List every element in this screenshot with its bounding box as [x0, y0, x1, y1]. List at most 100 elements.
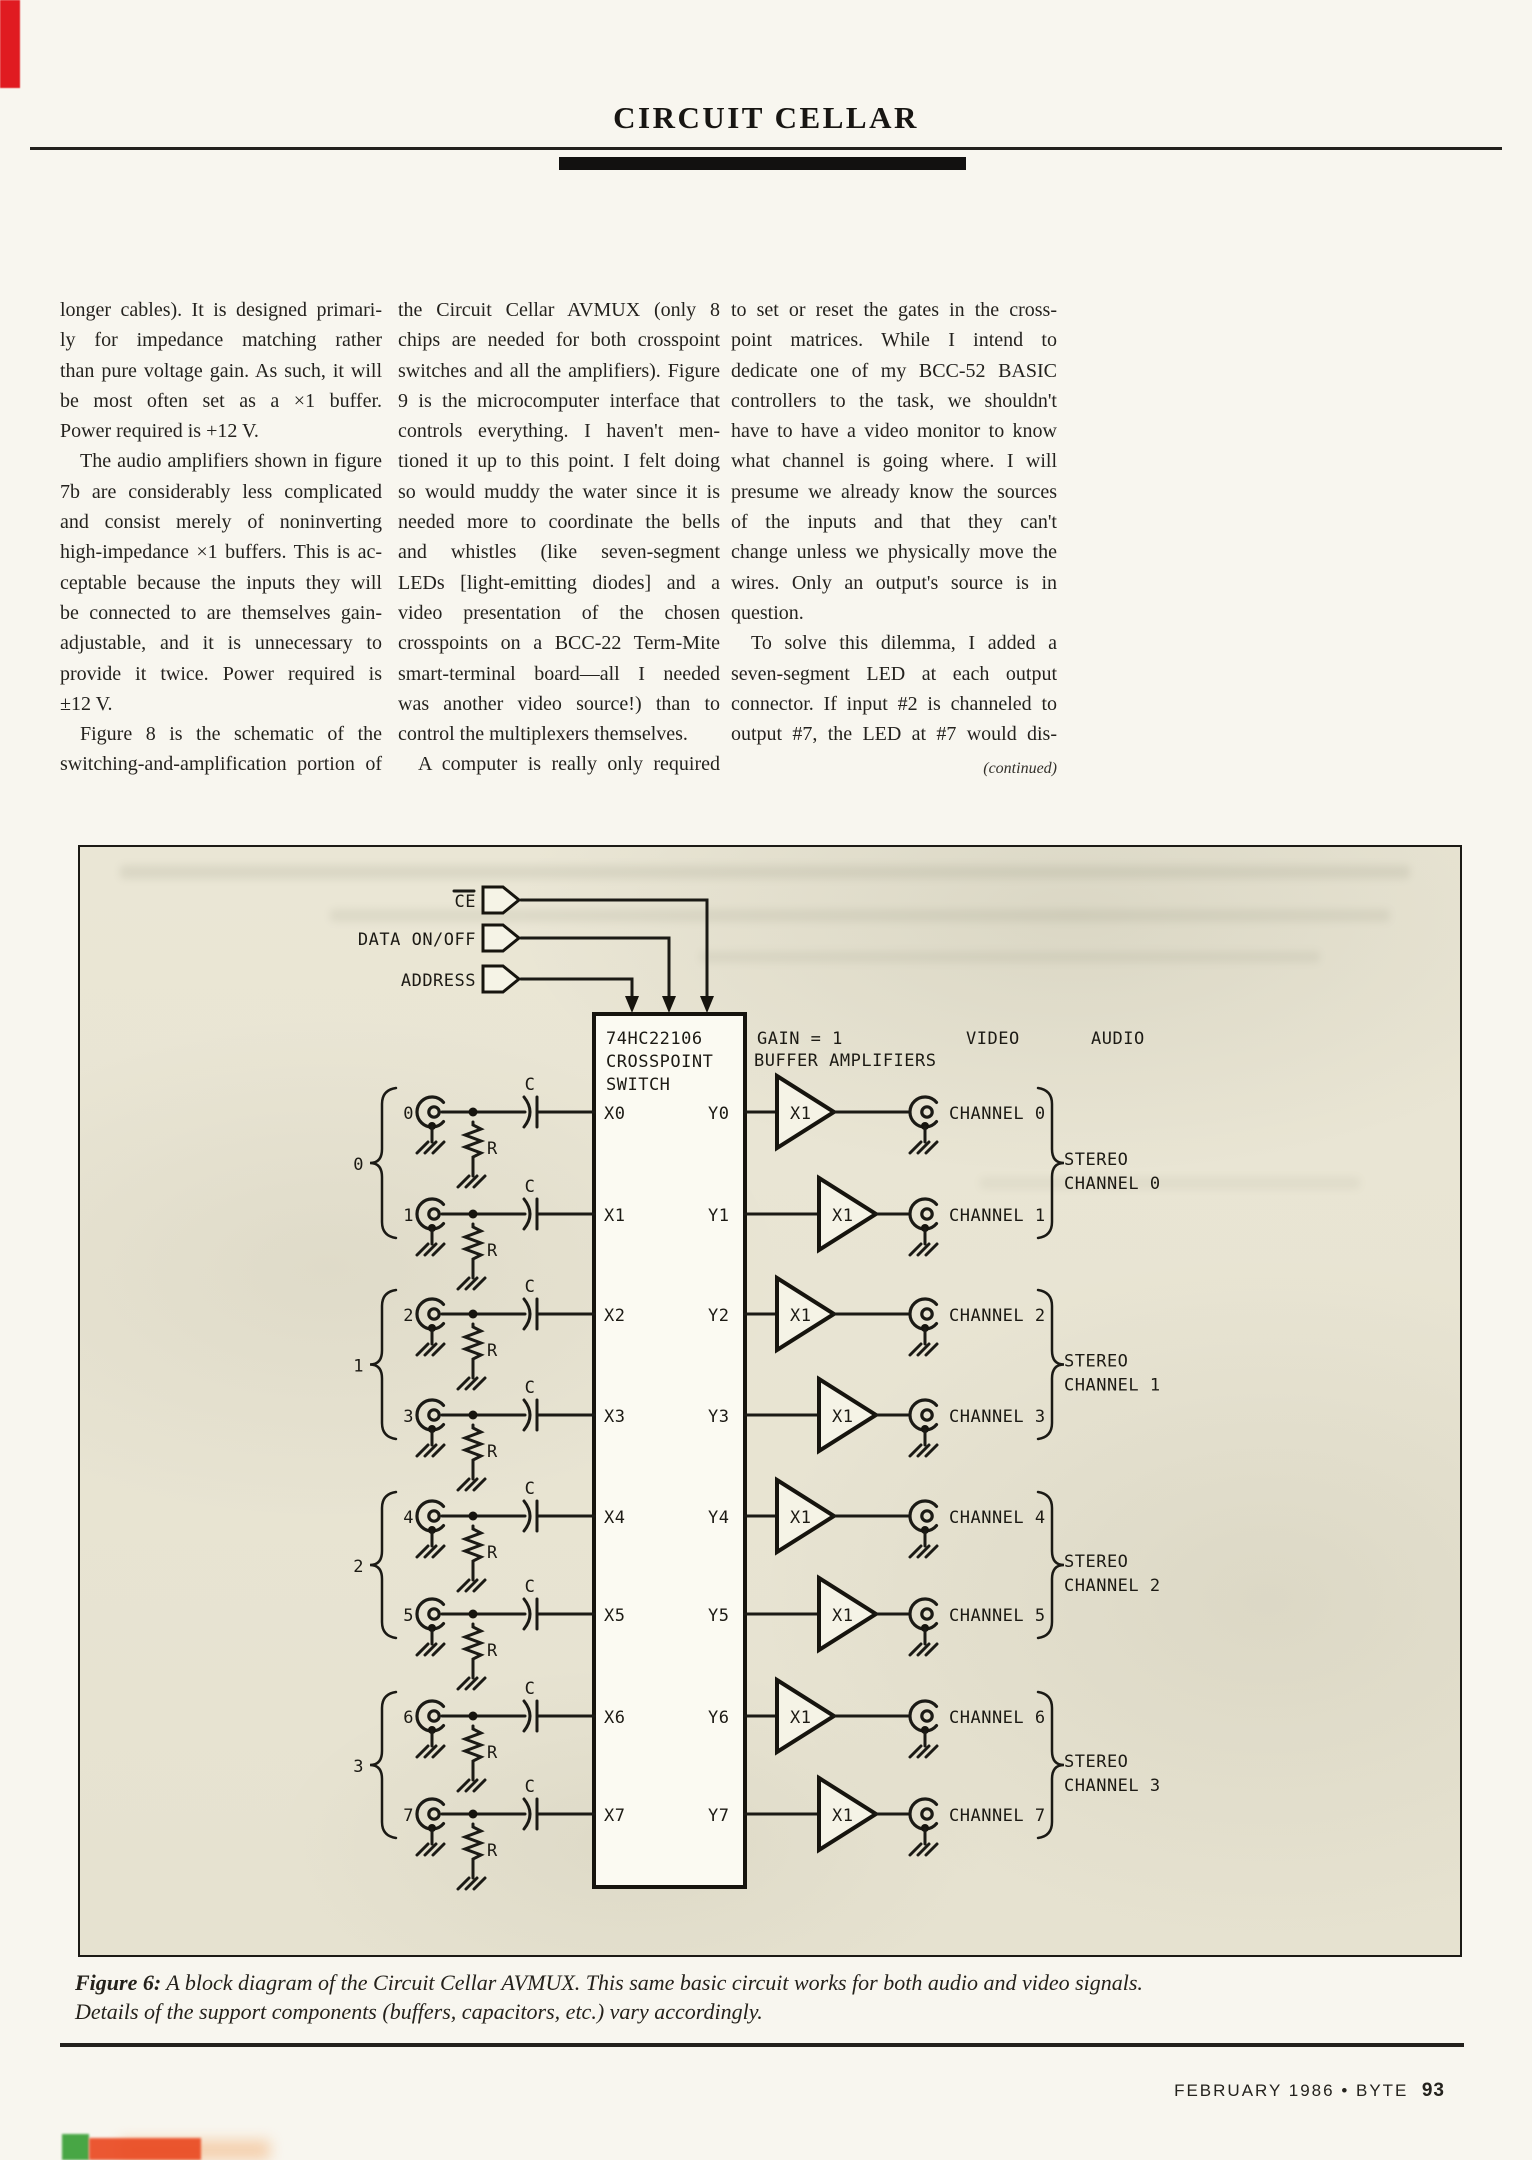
resistor-icon	[463, 1724, 483, 1770]
body-text-line: The audio amplifiers shown in figure	[80, 450, 382, 473]
junction-dot	[468, 1609, 478, 1619]
arrowhead-icon	[662, 996, 676, 1013]
capacitor-label: C	[525, 1479, 536, 1499]
text-column-1: longer cables). It is designed primari-l…	[60, 295, 382, 780]
resistor-label: R	[487, 1341, 498, 1361]
stereo-group-brace	[1036, 1288, 1065, 1441]
x-pin-label: X6	[604, 1708, 625, 1728]
control-label-address: ADDRESS	[401, 971, 476, 991]
capacitor-label: C	[525, 1577, 536, 1597]
input-group-label: 2	[353, 1557, 364, 1577]
input-group-brace	[369, 1288, 398, 1441]
input-jack-icon	[415, 1297, 446, 1334]
ground-icon	[456, 1276, 487, 1291]
ground-icon	[415, 1443, 446, 1458]
body-text-line: LEDs [light-emitting diodes] and a	[398, 571, 720, 594]
amp-gain-label: X1	[790, 1508, 811, 1528]
body-text-line: chips are needed for both crosspoint	[398, 329, 720, 352]
body-text-line: ±12 V.	[60, 692, 113, 715]
input-number-label: 4	[403, 1508, 414, 1528]
stereo-group-label-line2: CHANNEL 2	[1064, 1576, 1161, 1596]
footer-rule	[60, 2043, 1464, 2047]
ground-icon	[456, 1778, 487, 1793]
resistor-icon	[463, 1120, 483, 1166]
x-pin-label: X0	[604, 1104, 625, 1124]
channel-label: CHANNEL 6	[949, 1708, 1046, 1728]
body-text-line: Figure 8 is the schematic of the	[80, 723, 382, 746]
input-group-brace	[369, 1490, 398, 1640]
chip-label-line3: SWITCH	[606, 1075, 670, 1095]
resistor-label: R	[487, 1543, 498, 1563]
capacitor-label: C	[525, 1075, 536, 1095]
body-text-line: to set or reset the gates in the cross-	[731, 299, 1057, 321]
body-text-line: of the inputs and that they can't	[731, 511, 1057, 534]
capacitor-label: C	[525, 1777, 536, 1797]
scan-ghosting	[700, 951, 1320, 963]
footer-magazine: BYTE	[1356, 2081, 1409, 2100]
ground-icon	[456, 1477, 487, 1492]
output-jack-icon	[908, 1499, 939, 1536]
resistor-label: R	[487, 1241, 498, 1261]
ground-icon	[908, 1544, 939, 1559]
body-text-line: high-impedance ×1 buffers. This is ac-	[60, 541, 382, 564]
amp-gain-label: X1	[832, 1806, 853, 1826]
input-group-label: 1	[353, 1357, 364, 1377]
input-jack-icon	[415, 1197, 446, 1234]
ground-icon	[415, 1744, 446, 1759]
output-jack-icon	[908, 1197, 939, 1234]
resistor-label: R	[487, 1139, 498, 1159]
amp-gain-label: X1	[790, 1708, 811, 1728]
ground-icon	[456, 1578, 487, 1593]
scan-ghosting	[120, 865, 1410, 879]
page-footer: FEBRUARY 1986 • BYTE 93	[1174, 2080, 1445, 2102]
body-text-line: switching-and-amplification portion of	[60, 753, 382, 776]
x-pin-label: X7	[604, 1806, 625, 1826]
body-text-line: control the multiplexers themselves.	[398, 723, 688, 746]
stereo-group-label-line2: CHANNEL 0	[1064, 1174, 1161, 1194]
channel-label: CHANNEL 0	[949, 1104, 1046, 1124]
scan-ghosting	[330, 909, 1390, 922]
input-number-label: 0	[403, 1104, 414, 1124]
body-text-line: have to have a video monitor to know	[731, 420, 1057, 443]
resistor-label: R	[487, 1743, 498, 1763]
red-registration-mark	[0, 0, 20, 88]
avmux-schematic: CE DATA ON/OFF ADDRESS 74HC22106 CROSSPO…	[353, 885, 1161, 1891]
body-text-line: smart-terminal board—all I needed	[398, 662, 720, 685]
ground-icon	[415, 1140, 446, 1155]
amp-gain-label: X1	[790, 1306, 811, 1326]
body-text-line: presume we already know the sources	[731, 480, 1057, 503]
ground-icon	[415, 1242, 446, 1257]
input-jack-icon	[415, 1398, 446, 1435]
input-group-label: 3	[353, 1757, 364, 1777]
ground-icon	[908, 1140, 939, 1155]
ground-icon	[908, 1744, 939, 1759]
body-text-line: be connected to are themselves gain-	[60, 601, 382, 624]
header-bar	[559, 157, 966, 170]
body-text-line: seven-segment LED at each output	[731, 662, 1057, 685]
stereo-pair-group: 2 STEREO CHANNEL 2	[353, 1490, 1161, 1640]
x-pin-label: X3	[604, 1407, 625, 1427]
body-text-line: and consist merely of noninverting	[60, 511, 382, 534]
stereo-group-label-line1: STEREO	[1064, 1150, 1128, 1170]
y-pin-label: Y3	[708, 1407, 729, 1427]
capacitor-label: C	[525, 1679, 536, 1699]
body-text-line: connector. If input #2 is channeled to	[731, 692, 1057, 715]
resistor-icon	[463, 1322, 483, 1368]
stereo-group-label-line1: STEREO	[1064, 1552, 1128, 1572]
y-pin-label: Y7	[708, 1806, 729, 1826]
body-text-line: output #7, the LED at #7 would dis-	[731, 723, 1057, 746]
control-label-data: DATA ON/OFF	[358, 930, 476, 950]
green-registration-mark	[62, 2134, 89, 2160]
amp-gain-label: X1	[790, 1104, 811, 1124]
x-pin-label: X4	[604, 1508, 625, 1528]
gain-header-line1: GAIN = 1	[757, 1029, 843, 1049]
body-text-line: question.	[731, 601, 804, 624]
junction-dot	[468, 1410, 478, 1420]
stereo-group-brace	[1036, 1690, 1065, 1840]
